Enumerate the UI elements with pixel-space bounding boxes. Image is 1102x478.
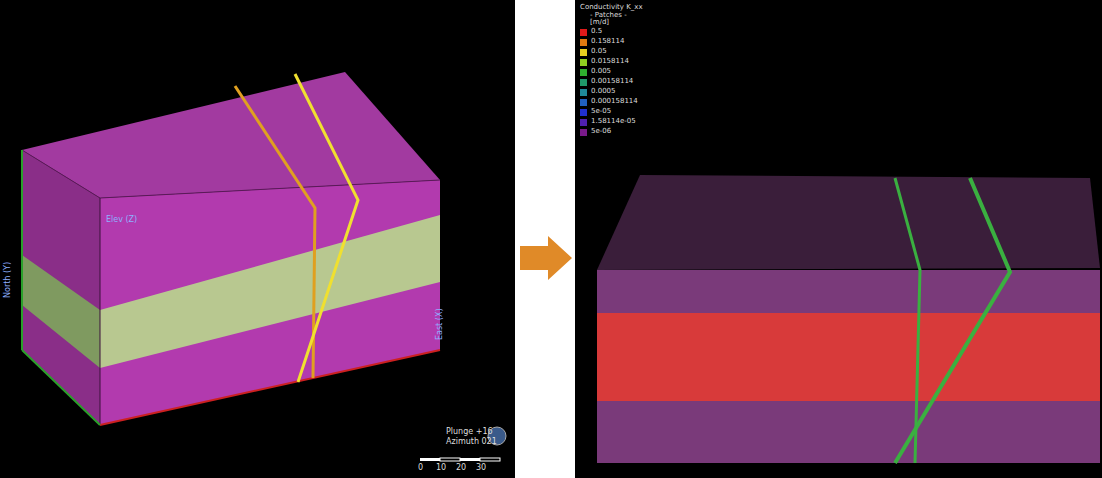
legend-heading: - Patches - <box>580 12 643 20</box>
axis-label: East (X) <box>436 308 445 340</box>
legend-text: 1.58114e-05 <box>591 118 636 126</box>
legend-text: 0.158114 <box>591 38 624 46</box>
legend-row: 5e-05 <box>580 107 643 117</box>
legend-swatch <box>580 89 587 96</box>
scale-number: 0 <box>418 464 423 473</box>
scale-number: 30 <box>476 464 486 473</box>
legend-swatch <box>580 119 587 126</box>
legend-swatch <box>580 129 587 136</box>
legend-text: 0.0005 <box>591 88 616 96</box>
legend-swatch <box>580 109 587 116</box>
view-label: Plunge +16 <box>446 428 493 437</box>
legend-heading: [m/d] <box>580 19 643 27</box>
view-label: Azimuth 021 <box>446 438 497 447</box>
legend-text: 0.005 <box>591 68 611 76</box>
legend-row: 0.0005 <box>580 87 643 97</box>
legend-row: 0.005 <box>580 67 643 77</box>
legend-text: 0.5 <box>591 28 602 36</box>
legend-swatch <box>580 59 587 66</box>
legend-row: 5e-06 <box>580 127 643 137</box>
legend-row: 0.158114 <box>580 37 643 47</box>
legend-swatch <box>580 29 587 36</box>
legend-text: 5e-05 <box>591 108 611 116</box>
legend-row: 0.00158114 <box>580 77 643 87</box>
legend: Conductivity K_xx- Patches -[m/d]0.5 0.15… <box>580 4 643 137</box>
legend-swatch <box>580 49 587 56</box>
legend-row: 0.0158114 <box>580 57 643 67</box>
legend-swatch <box>580 99 587 106</box>
legend-text: 0.0158114 <box>591 58 629 66</box>
legend-swatch <box>580 69 587 76</box>
legend-swatch <box>580 39 587 46</box>
legend-row: 0.5 <box>580 27 643 37</box>
axis-label: North (Y) <box>4 262 13 298</box>
legend-swatch <box>580 79 587 86</box>
axis-label: Elev (Z) <box>106 216 137 225</box>
legend-text: 0.000158114 <box>591 98 638 106</box>
legend-text: 5e-06 <box>591 128 611 136</box>
legend-row: 0.000158114 <box>580 97 643 107</box>
legend-row: 0.05 <box>580 47 643 57</box>
legend-row: 1.58114e-05 <box>580 117 643 127</box>
legend-heading: Conductivity K_xx <box>580 4 643 12</box>
scale-number: 20 <box>456 464 466 473</box>
legend-text: 0.05 <box>591 48 607 56</box>
scale-number: 10 <box>436 464 446 473</box>
legend-text: 0.00158114 <box>591 78 633 86</box>
